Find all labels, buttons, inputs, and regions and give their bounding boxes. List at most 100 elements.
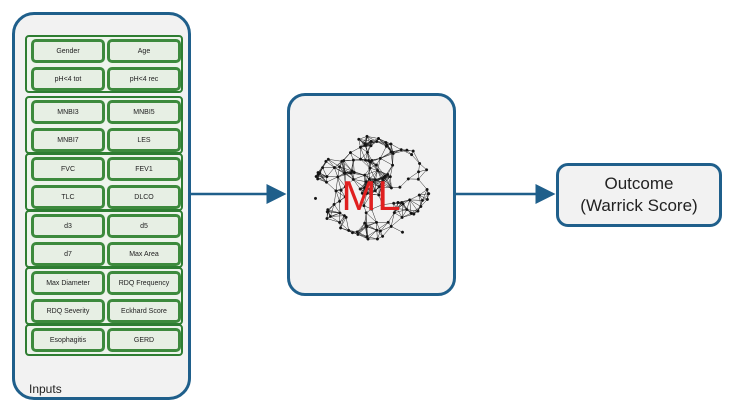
brain-network-node: [412, 212, 416, 216]
input-eckhard-score: Eckhard Score: [107, 299, 181, 323]
brain-network-edge: [382, 184, 392, 189]
brain-network-node: [325, 175, 329, 179]
brain-network-node: [410, 153, 414, 157]
brain-network-edge: [390, 165, 393, 177]
brain-network-node: [384, 144, 388, 148]
brain-network-edge: [328, 159, 335, 168]
outcome-box: Outcome (Warrick Score): [556, 163, 722, 227]
brain-network-edge: [392, 153, 394, 166]
brain-network-edge: [363, 193, 367, 206]
input-group-pulmonary-function: FVC FEV1 TLC DLCO: [25, 153, 183, 211]
brain-network-edge: [327, 209, 340, 214]
brain-network-node: [363, 143, 367, 147]
brain-network-edge: [376, 222, 381, 232]
brain-network-edge: [377, 158, 381, 171]
brain-network-edge: [343, 160, 353, 172]
brain-network-edge: [409, 199, 419, 212]
brain-network-node: [332, 166, 336, 170]
brain-network-edge: [391, 217, 403, 227]
brain-network-edge: [345, 179, 354, 187]
brain-network-edge: [365, 181, 376, 191]
brain-network-edge: [396, 208, 407, 210]
brain-network-edge: [353, 179, 367, 182]
brain-network-node: [367, 177, 371, 181]
input-mnbi7: MNBI7: [31, 128, 105, 152]
brain-network-edge: [364, 170, 378, 176]
brain-network-node: [386, 172, 390, 177]
brain-network-node: [384, 140, 388, 145]
brain-network-edge: [334, 167, 339, 177]
brain-network-node: [321, 166, 325, 170]
brain-network-edge: [360, 181, 373, 190]
brain-network-edge: [366, 229, 377, 237]
brain-network-node: [363, 221, 367, 225]
input-d7: d7: [31, 242, 105, 266]
brain-network-edge: [365, 168, 371, 182]
brain-network-node: [365, 191, 369, 196]
input-rdq-severity: RDQ Severity: [31, 299, 105, 323]
brain-network-edge: [317, 176, 327, 180]
brain-network-node: [391, 163, 395, 167]
brain-network-node: [364, 180, 368, 184]
brain-network-edge: [366, 193, 379, 196]
input-tlc: TLC: [31, 185, 105, 209]
brain-network-node: [406, 177, 410, 181]
brain-network-node: [313, 196, 318, 200]
brain-network-edge: [363, 194, 372, 206]
brain-network-edge: [357, 234, 369, 240]
brain-network-node: [398, 185, 402, 189]
input-dlco: DLCO: [107, 185, 181, 209]
brain-network-edge: [322, 167, 328, 177]
brain-network-edge: [372, 181, 383, 186]
brain-network-node: [359, 157, 363, 161]
brain-network-edge: [360, 152, 368, 160]
brain-network-node: [395, 207, 399, 211]
brain-network-edge: [397, 199, 410, 203]
brain-network-node: [374, 220, 379, 224]
brain-network-node: [369, 139, 373, 143]
brain-network-node: [364, 211, 368, 215]
brain-network-node: [328, 214, 332, 218]
brain-network-edge: [376, 141, 387, 147]
brain-network-node: [411, 149, 415, 153]
ml-label: ML: [341, 172, 402, 219]
brain-network-edge: [390, 176, 392, 188]
brain-network-edge: [360, 159, 371, 169]
brain-network-node: [340, 159, 344, 163]
brain-network-node: [396, 200, 400, 205]
brain-network-edge: [353, 160, 355, 173]
brain-network-edge: [357, 223, 365, 233]
brain-network-edge: [334, 167, 346, 173]
brain-network-node: [375, 139, 379, 144]
brain-network-node: [316, 177, 320, 181]
input-ph-rec: pH<4 rec: [107, 67, 181, 91]
brain-network-edge: [340, 215, 345, 228]
input-rdq-frequency: RDQ Frequency: [107, 271, 181, 295]
brain-network-node: [316, 171, 320, 175]
brain-network-node: [377, 185, 381, 189]
brain-network-node: [338, 199, 342, 203]
brain-network-edge: [337, 176, 342, 191]
brain-network-edge: [390, 143, 402, 150]
brain-network-node: [358, 187, 362, 191]
brain-network-node: [332, 202, 336, 206]
ml-model-box: ML: [287, 93, 456, 296]
brain-network-edge: [396, 208, 403, 218]
inputs-panel: Gender Age pH<4 tot pH<4 rec MNBI3 MNBI5…: [12, 12, 191, 400]
brain-network-edge: [357, 225, 367, 233]
brain-network-node: [358, 145, 362, 149]
brain-network-node: [399, 148, 403, 152]
brain-network-edge: [376, 164, 386, 177]
brain-network-edge: [378, 194, 383, 205]
brain-network-edge: [360, 147, 366, 161]
brain-network-edge: [362, 190, 376, 194]
brain-network-edge: [330, 216, 340, 223]
brain-network-edge: [341, 161, 353, 172]
brain-network-node: [380, 180, 384, 184]
outcome-subtitle: (Warrick Score): [580, 196, 698, 215]
brain-network-node: [364, 224, 368, 228]
brain-network-node: [400, 201, 404, 205]
brain-network-edge: [377, 170, 386, 177]
brain-network-node: [392, 201, 396, 205]
brain-network-edge: [353, 174, 365, 180]
